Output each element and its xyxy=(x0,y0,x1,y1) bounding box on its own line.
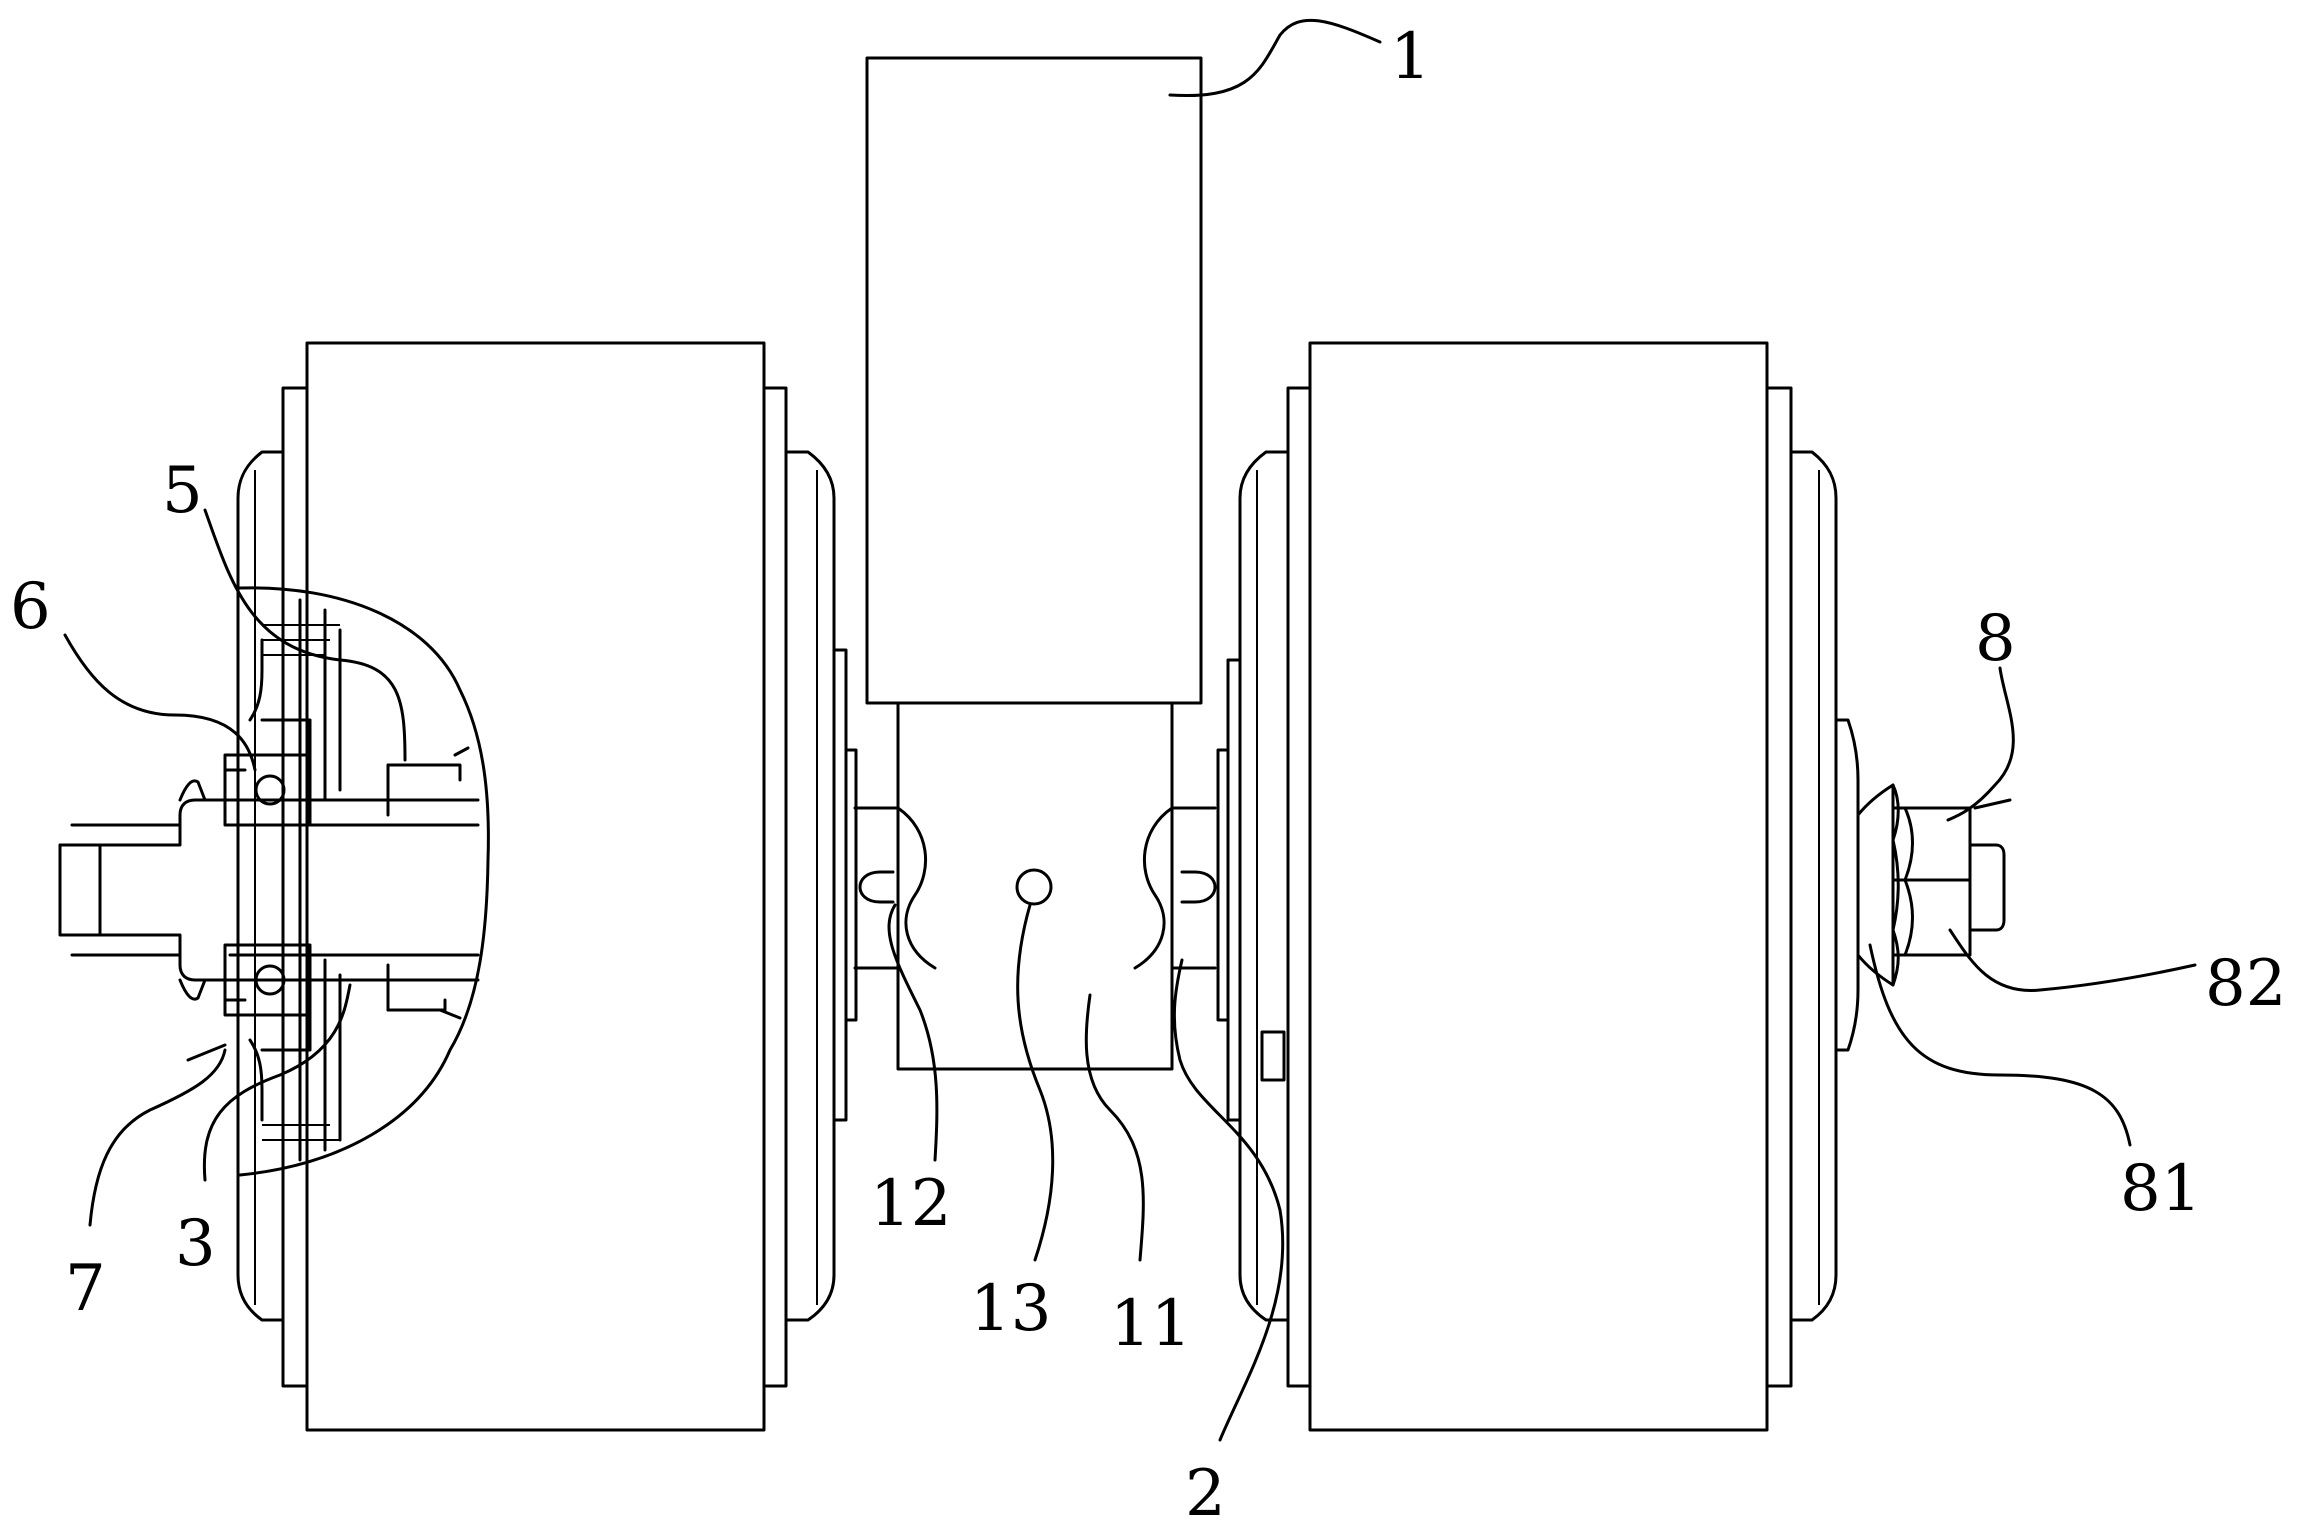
label-11: 11 xyxy=(1110,1287,1191,1361)
left-slot xyxy=(858,870,895,904)
part-labels: 1 5 6 8 82 81 12 3 7 13 11 2 xyxy=(10,20,2286,1531)
left-wheel xyxy=(236,341,858,1432)
label-13: 13 xyxy=(970,1272,1051,1346)
right-wheel xyxy=(1216,341,1860,1432)
right-fastener xyxy=(1856,783,2006,987)
label-81: 81 xyxy=(2120,1152,2201,1226)
label-5: 5 xyxy=(162,454,203,528)
right-slot xyxy=(1180,870,1217,904)
label-6: 6 xyxy=(10,570,51,644)
label-1: 1 xyxy=(1390,20,1431,94)
leader-lines xyxy=(63,18,2197,1442)
label-8: 8 xyxy=(1975,602,2016,676)
label-2: 2 xyxy=(1185,1457,1226,1531)
axle-housing xyxy=(853,701,1217,1071)
label-3: 3 xyxy=(175,1207,216,1281)
motor-box xyxy=(865,56,1203,705)
label-7: 7 xyxy=(65,1252,106,1326)
vent-hole xyxy=(1015,868,1053,906)
left-cutaway xyxy=(58,586,490,1177)
label-82: 82 xyxy=(2205,947,2286,1021)
label-12: 12 xyxy=(870,1167,951,1241)
